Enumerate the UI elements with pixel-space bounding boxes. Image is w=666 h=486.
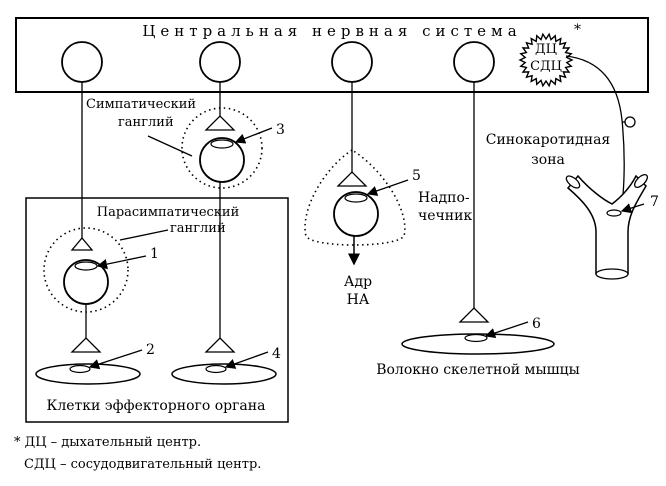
noradrenaline-label: НА	[347, 292, 370, 308]
effector-cell-2	[171, 363, 277, 385]
pointer-4	[224, 351, 269, 369]
adrenaline-label: Адр	[344, 274, 372, 290]
receptor-6	[464, 333, 488, 343]
muscle-fiber-label: Волокно скелетной мышцы	[376, 362, 580, 378]
carotid-zone-label-1: Синокаротидная	[486, 132, 611, 148]
dc-label: ДЦ	[535, 42, 557, 57]
effector-organ-label: Клетки эффекторного органа	[47, 398, 266, 414]
label-2: 2	[146, 342, 155, 358]
cns-neuron-4	[453, 41, 495, 83]
footnote-line-2: СДЦ – сосудодвигательный центр.	[24, 457, 261, 472]
label-3: 3	[276, 122, 285, 138]
neuromuscular-junction	[458, 307, 490, 323]
sympathetic-label-2: ганглий	[118, 115, 174, 130]
asterisk: *	[574, 22, 581, 38]
receptor-2	[69, 364, 91, 374]
adrenal-dotted-boundary	[304, 149, 406, 246]
sympathetic-synapse	[204, 115, 236, 131]
parasympathetic-nucleus	[74, 261, 98, 271]
sdc-label: СДЦ	[530, 59, 562, 74]
sympathetic-ganglion-dotted-boundary	[181, 107, 263, 189]
chromaffin-nucleus	[344, 193, 368, 203]
cns-neuron-3	[331, 41, 373, 83]
carotid-afferent-fiber	[565, 55, 625, 213]
sympathetic-label-1: Симпатический	[86, 97, 196, 112]
pointer-6	[484, 321, 529, 339]
pointer-2	[88, 349, 143, 370]
receptor-4	[205, 364, 227, 374]
parasympathetic-synapse	[70, 236, 94, 251]
label-7: 7	[650, 194, 659, 210]
label-4: 4	[272, 346, 281, 362]
sympathetic-label-pointer	[147, 135, 193, 157]
carotid-receptor-bulb	[624, 116, 636, 128]
pointer-3	[234, 127, 273, 144]
sympathetic-effector-synapse	[204, 337, 236, 353]
carotid-artery	[565, 174, 648, 280]
cns-box	[15, 17, 649, 93]
sympathetic-nucleus	[210, 139, 234, 149]
cns-label: Центральная нервная система	[142, 22, 521, 40]
pointer-1	[96, 255, 147, 270]
chromaffin-cell	[333, 191, 379, 237]
sympathetic-ganglion-neuron	[199, 137, 245, 183]
parasympathetic-label-1: Парасимпатический	[97, 205, 240, 220]
label-5: 5	[412, 168, 421, 184]
adrenal-label-2: чечник	[418, 208, 472, 224]
cns-neuron-1	[61, 41, 103, 83]
carotid-zone-label-2: зона	[531, 152, 565, 168]
parasympathetic-effector-synapse	[70, 337, 102, 353]
pointer-5	[366, 179, 409, 196]
effector-cell-1	[35, 363, 141, 385]
adrenal-synapse	[336, 171, 368, 187]
adrenal-label-1: Надпо-	[418, 190, 470, 206]
baroreceptor-7	[606, 209, 622, 217]
footnote-line-1: * ДЦ – дыхательный центр.	[14, 435, 201, 450]
effector-organ-box	[25, 197, 289, 423]
label-6: 6	[532, 316, 541, 332]
respiratory-vasomotor-center: ДЦ СДЦ *	[518, 22, 581, 88]
cns-neuron-2	[199, 41, 241, 83]
parasympathetic-label-pointer	[119, 229, 169, 241]
label-1: 1	[150, 246, 159, 262]
pointer-7	[620, 203, 645, 214]
parasympathetic-label-2: ганглий	[170, 221, 226, 236]
